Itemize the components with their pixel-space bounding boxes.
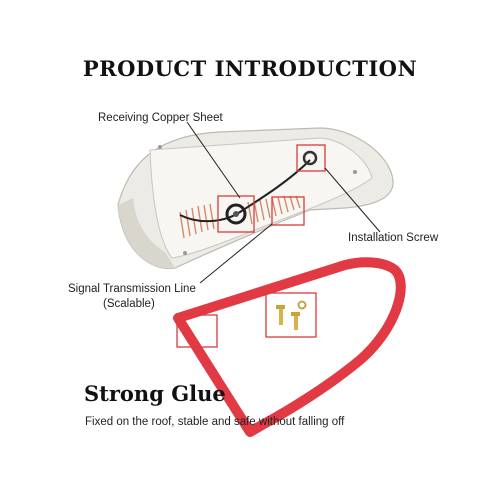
brass-screws-icon [276, 300, 307, 330]
glue-gasket [173, 257, 406, 437]
coil-connector [225, 203, 247, 225]
callout-box-gasket [176, 314, 218, 348]
screw-hole [353, 170, 357, 174]
signal-line-sublabel: (Scalable) [103, 298, 155, 310]
screw-label: Installation Screw [348, 232, 439, 244]
glue-heading: Strong Glue [84, 381, 226, 406]
pointer-copper [186, 121, 241, 199]
signal-line-label: Signal Transmission Line [68, 283, 196, 295]
signal-cable [179, 159, 311, 223]
screw-hole [158, 145, 162, 149]
callout-box-terminal [296, 144, 326, 172]
callout-box-coil [271, 196, 305, 226]
antenna-shell-side [118, 198, 175, 269]
screw-hole [183, 251, 187, 255]
terminal-ring [302, 150, 318, 166]
glue-caption: Fixed on the roof, stable and safe witho… [85, 416, 345, 428]
callout-box-copper [217, 195, 255, 233]
pointer-signal [199, 223, 273, 284]
pointer-screw [324, 167, 381, 233]
copper-coil [179, 195, 301, 239]
copper-sheet-label: Receiving Copper Sheet [98, 112, 223, 124]
page-title: PRODUCT INTRODUCTION [82, 56, 418, 81]
callout-box-screws [265, 292, 317, 338]
